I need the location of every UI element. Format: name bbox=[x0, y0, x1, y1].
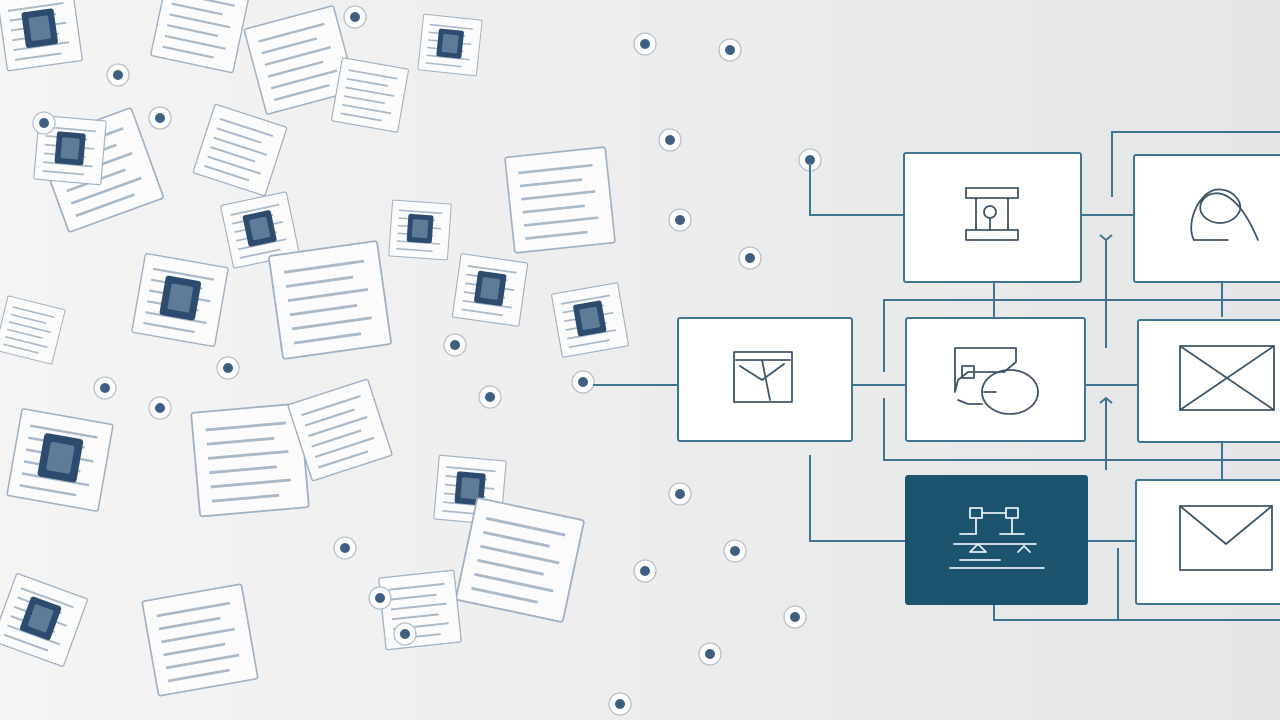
data-token-icon bbox=[633, 32, 657, 56]
document-icon bbox=[192, 103, 288, 197]
scattered-documents bbox=[0, 0, 629, 697]
document-icon bbox=[220, 191, 300, 269]
flow-node-transform bbox=[905, 317, 1086, 442]
connector-line bbox=[883, 398, 1280, 461]
document-icon bbox=[190, 402, 310, 518]
data-token-icon bbox=[32, 111, 56, 135]
crossed-envelope-icon bbox=[1179, 345, 1275, 411]
connector-line bbox=[1099, 396, 1113, 404]
data-token-icon bbox=[343, 5, 367, 29]
data-token-icon bbox=[368, 586, 392, 610]
flow-node-schema bbox=[905, 475, 1088, 605]
flow-node-ribbon bbox=[1133, 154, 1280, 283]
image-frame-icon bbox=[733, 351, 793, 403]
data-token-icon bbox=[668, 482, 692, 506]
data-token-icon bbox=[698, 642, 722, 666]
data-token-icon bbox=[571, 370, 595, 394]
machine-icon bbox=[954, 347, 1039, 415]
connector-line bbox=[1111, 131, 1280, 197]
data-token-icon bbox=[393, 622, 417, 646]
connector-line bbox=[993, 604, 1280, 621]
document-icon bbox=[455, 497, 585, 623]
document-icon bbox=[243, 5, 357, 115]
flow-node-mail-cross bbox=[1137, 319, 1280, 443]
document-icon bbox=[451, 253, 529, 327]
data-token-icon bbox=[738, 246, 762, 270]
document-icon bbox=[331, 57, 409, 133]
flow-connectors bbox=[593, 131, 1280, 621]
document-icon bbox=[551, 282, 629, 358]
document-icon bbox=[378, 569, 462, 651]
document-icon bbox=[33, 114, 107, 186]
document-icon bbox=[504, 146, 616, 254]
document-icon bbox=[388, 199, 452, 261]
document-icon bbox=[6, 408, 114, 512]
envelope-icon bbox=[1179, 505, 1273, 571]
data-token-icon bbox=[333, 536, 357, 560]
data-token-icon bbox=[93, 376, 117, 400]
connector-line bbox=[809, 162, 904, 216]
connector-line bbox=[809, 455, 906, 542]
data-token-icon bbox=[633, 559, 657, 583]
data-token-icon bbox=[783, 605, 807, 629]
flow-chart bbox=[593, 131, 1280, 621]
connector-line bbox=[883, 299, 1280, 372]
data-token-icon bbox=[443, 333, 467, 357]
data-token-icon bbox=[216, 356, 240, 380]
flow-node-input bbox=[677, 317, 853, 442]
data-token-icon bbox=[148, 396, 172, 420]
data-token-icon bbox=[723, 539, 747, 563]
data-token-icon bbox=[106, 63, 130, 87]
document-icon bbox=[141, 583, 259, 697]
document-icon bbox=[150, 0, 250, 74]
data-token-icon bbox=[668, 208, 692, 232]
document-icon bbox=[287, 378, 393, 482]
connector-line bbox=[1099, 234, 1113, 242]
data-token-icon bbox=[658, 128, 682, 152]
document-icon bbox=[268, 240, 392, 360]
flow-node-mail bbox=[1135, 479, 1280, 605]
ribbon-icon bbox=[1190, 188, 1259, 241]
data-tokens bbox=[32, 5, 822, 716]
data-token-icon bbox=[608, 692, 632, 716]
data-token-icon bbox=[718, 38, 742, 62]
press-tool-icon bbox=[965, 187, 1019, 241]
document-icon bbox=[0, 573, 88, 667]
data-token-icon bbox=[148, 106, 172, 130]
document-icon bbox=[417, 13, 483, 77]
document-icon bbox=[131, 252, 229, 348]
flow-node-tool bbox=[903, 152, 1082, 283]
document-icon bbox=[0, 295, 66, 365]
hierarchy-chart-icon bbox=[949, 507, 1045, 569]
document-icon bbox=[0, 0, 83, 72]
data-token-icon bbox=[478, 385, 502, 409]
